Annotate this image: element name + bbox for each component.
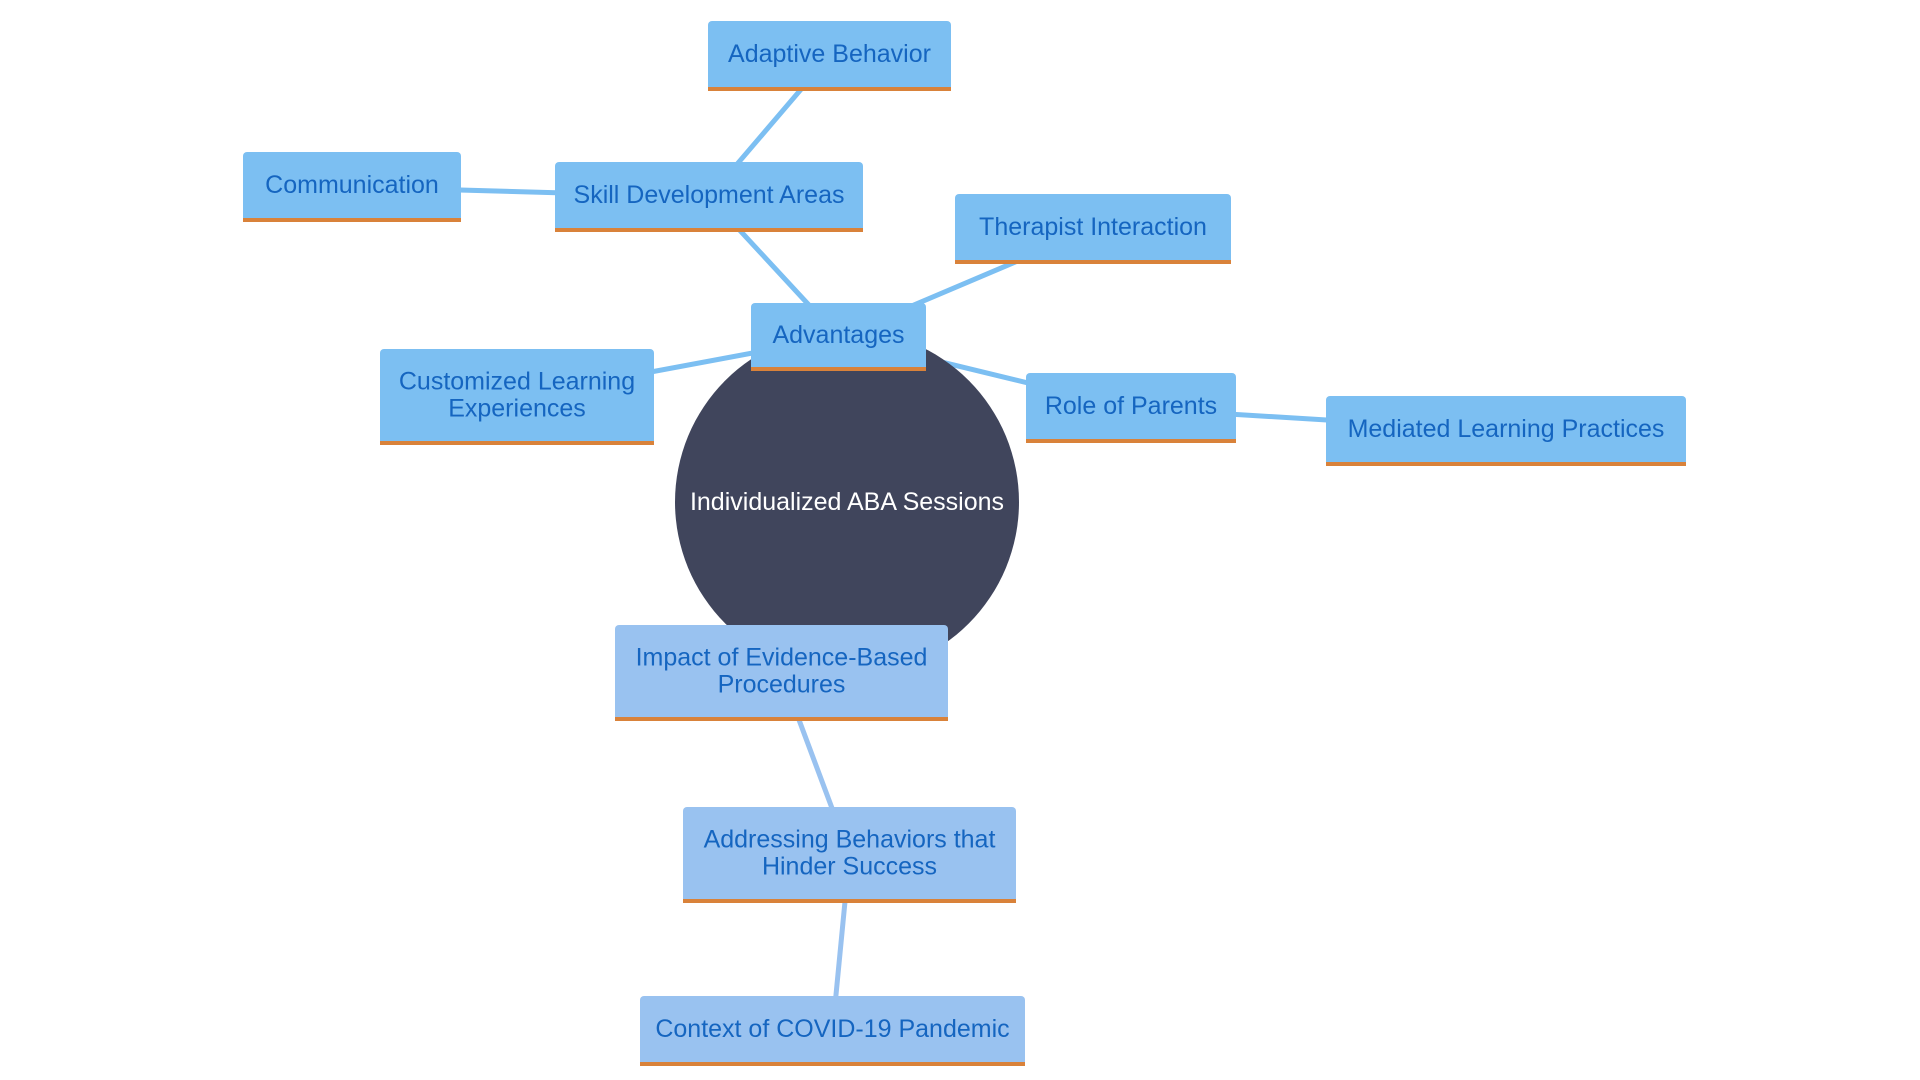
node-advantages-box [751, 303, 926, 371]
node-mediated-box [1326, 396, 1686, 466]
node-addressing-label: Addressing Behaviors that [704, 826, 996, 854]
node-advantages-label: Advantages [772, 321, 904, 349]
node-advantages-underline [751, 367, 926, 371]
node-addressing-underline [683, 899, 1016, 903]
node-addressing-label: Hinder Success [762, 853, 937, 881]
node-skill-label: Skill Development Areas [574, 181, 845, 209]
node-covid: Context of COVID-19 Pandemic [640, 996, 1025, 1066]
node-adaptive-label: Adaptive Behavior [728, 40, 931, 68]
node-communication-underline [243, 218, 461, 222]
node-mediated: Mediated Learning Practices [1326, 396, 1686, 466]
node-parents: Role of Parents [1026, 373, 1236, 443]
node-therapist-label: Therapist Interaction [979, 213, 1207, 241]
node-addressing-box [683, 807, 1016, 903]
node-skill-underline [555, 228, 863, 232]
node-communication-box [243, 152, 461, 222]
node-therapist-box [955, 194, 1231, 264]
node-communication: Communication [243, 152, 461, 222]
nodes-layer: Advantages Skill Development Areas Adaptiv… [243, 21, 1686, 1066]
root-node-circle [675, 330, 1019, 674]
node-skill-box [555, 162, 863, 232]
node-customized-underline [380, 441, 654, 445]
node-impact-underline [615, 717, 948, 721]
node-mediated-label: Mediated Learning Practices [1348, 415, 1665, 443]
node-adaptive: Adaptive Behavior [708, 21, 951, 91]
node-impact-label: Procedures [718, 671, 846, 699]
node-customized-box [380, 349, 654, 445]
node-covid-box [640, 996, 1025, 1066]
node-therapist: Therapist Interaction [955, 194, 1231, 264]
node-customized-label: Experiences [448, 395, 586, 423]
node-mediated-underline [1326, 462, 1686, 466]
node-adaptive-underline [708, 87, 951, 91]
node-adaptive-box [708, 21, 951, 91]
node-covid-label: Context of COVID-19 Pandemic [655, 1015, 1009, 1043]
node-advantages: Advantages [751, 303, 926, 371]
node-parents-box [1026, 373, 1236, 443]
node-communication-label: Communication [265, 171, 439, 199]
node-impact-label: Impact of Evidence-Based [636, 644, 928, 672]
node-skill: Skill Development Areas [555, 162, 863, 232]
root-node-label: Individualized ABA Sessions [690, 488, 1004, 516]
node-therapist-underline [955, 260, 1231, 264]
node-covid-underline [640, 1062, 1025, 1066]
node-customized-label: Customized Learning [399, 368, 635, 396]
node-impact-box [615, 625, 948, 721]
node-parents-underline [1026, 439, 1236, 443]
node-parents-label: Role of Parents [1045, 392, 1217, 420]
root-node: Individualized ABA Sessions [675, 330, 1019, 674]
